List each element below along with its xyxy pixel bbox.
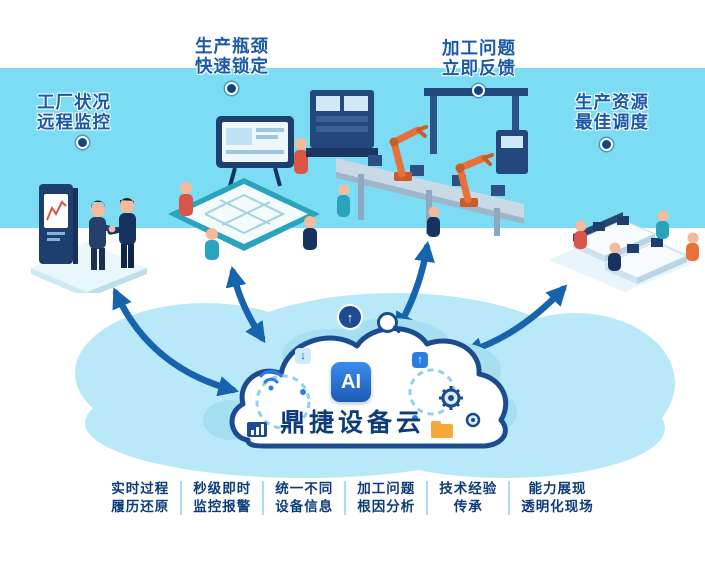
feature-item: 技术经验 传承 xyxy=(428,480,508,516)
callout-bottleneck: 生产瓶颈 快速锁定 xyxy=(184,36,280,77)
feature-item: 实时过程 履历还原 xyxy=(100,480,180,516)
feature-line: 履历还原 xyxy=(111,499,170,515)
callout-line: 生产资源 xyxy=(575,92,649,112)
callout-dot xyxy=(76,136,89,149)
callout-dot xyxy=(600,138,613,151)
presentation-board xyxy=(216,116,294,187)
callout-line: 立即反馈 xyxy=(442,58,516,79)
office-illustration xyxy=(549,210,701,292)
callout-dot xyxy=(225,82,238,95)
wifi-icon xyxy=(259,369,283,384)
callout-processing-issue: 加工问题 立即反馈 xyxy=(431,38,527,79)
feature-divider xyxy=(262,481,265,516)
feature-line: 能力展现 xyxy=(528,481,587,496)
callout-line: 生产瓶颈 xyxy=(195,36,269,56)
presenter xyxy=(294,138,308,174)
feature-item: 能力展现 透明化现场 xyxy=(510,480,605,516)
robot-arm-icon xyxy=(455,153,494,207)
node-dot xyxy=(412,415,418,421)
node-dot xyxy=(286,415,292,421)
feature-line: 加工问题 xyxy=(357,481,416,496)
feature-line: 技术经验 xyxy=(439,481,498,496)
upload-arrow-icon: ↑ xyxy=(337,304,363,330)
machine-cabinet-left xyxy=(306,90,378,157)
feature-item: 秒级即时 监控报警 xyxy=(182,480,262,516)
callout-line: 最佳调度 xyxy=(575,112,649,133)
scene-office xyxy=(545,186,705,294)
callout-dot xyxy=(472,84,485,97)
person-right xyxy=(107,198,136,268)
scene-planning xyxy=(160,110,325,265)
feature-line: 统一不同 xyxy=(275,481,334,496)
callout-line: 工厂状况 xyxy=(37,92,111,112)
corner-bracket xyxy=(326,357,338,369)
arrow-down-icon: ↓ xyxy=(295,348,311,364)
feature-item: 加工问题 根因分析 xyxy=(346,480,426,516)
callout-line: 快速锁定 xyxy=(195,56,269,77)
robot-arm-icon xyxy=(389,125,428,181)
feature-divider xyxy=(426,481,429,516)
cloud-title: 鼎捷设备云 xyxy=(279,409,425,437)
feature-line: 秒级即时 xyxy=(193,481,252,496)
ai-badge: AI xyxy=(326,357,376,407)
dashed-circle-icon xyxy=(255,374,311,430)
factory-illustration xyxy=(306,88,528,237)
corner-bracket xyxy=(326,395,338,407)
feature-item: 统一不同 设备信息 xyxy=(264,480,344,516)
gear-icon xyxy=(465,412,481,428)
callout-resource-scheduling: 生产资源 最佳调度 xyxy=(564,92,660,133)
ai-label: AI xyxy=(341,370,361,393)
feature-line: 根因分析 xyxy=(357,499,416,515)
callout-factory-status: 工厂状况 远程监控 xyxy=(26,92,122,133)
planning-illustration xyxy=(168,116,320,260)
arrow-up-icon: ↑ xyxy=(412,352,428,368)
office-workers xyxy=(574,210,699,271)
feature-divider xyxy=(508,481,511,516)
team-members xyxy=(179,182,317,260)
gear-icon xyxy=(439,386,463,410)
feature-divider xyxy=(344,481,347,516)
equipment-cloud: ↑ ↑ ↓ AI 鼎捷设备云 xyxy=(185,300,520,475)
bar-chart-icon xyxy=(247,422,267,437)
kiosk-display xyxy=(39,184,78,264)
node-dot xyxy=(300,389,306,395)
machine-cabinet-right xyxy=(496,130,528,174)
corner-bracket xyxy=(364,395,376,407)
feature-line: 透明化现场 xyxy=(521,499,594,515)
feature-line: 传承 xyxy=(453,499,483,515)
feature-line: 实时过程 xyxy=(111,481,170,496)
feature-divider xyxy=(180,481,183,516)
factory-workers xyxy=(337,184,440,237)
handshake-illustration xyxy=(31,184,147,293)
scene-factory-line xyxy=(306,78,531,238)
feature-line: 设备信息 xyxy=(275,499,334,515)
feature-line: 监控报警 xyxy=(193,499,252,515)
corner-bracket xyxy=(364,357,376,369)
callout-line: 远程监控 xyxy=(37,112,111,133)
folder-icon xyxy=(431,421,453,438)
magnifier-icon xyxy=(377,312,398,333)
feature-list: 实时过程 履历还原 秒级即时 监控报警 统一不同 设备信息 加工问题 根因分析 … xyxy=(0,480,705,516)
callout-line: 加工问题 xyxy=(442,38,516,58)
scene-handshake xyxy=(15,158,160,293)
